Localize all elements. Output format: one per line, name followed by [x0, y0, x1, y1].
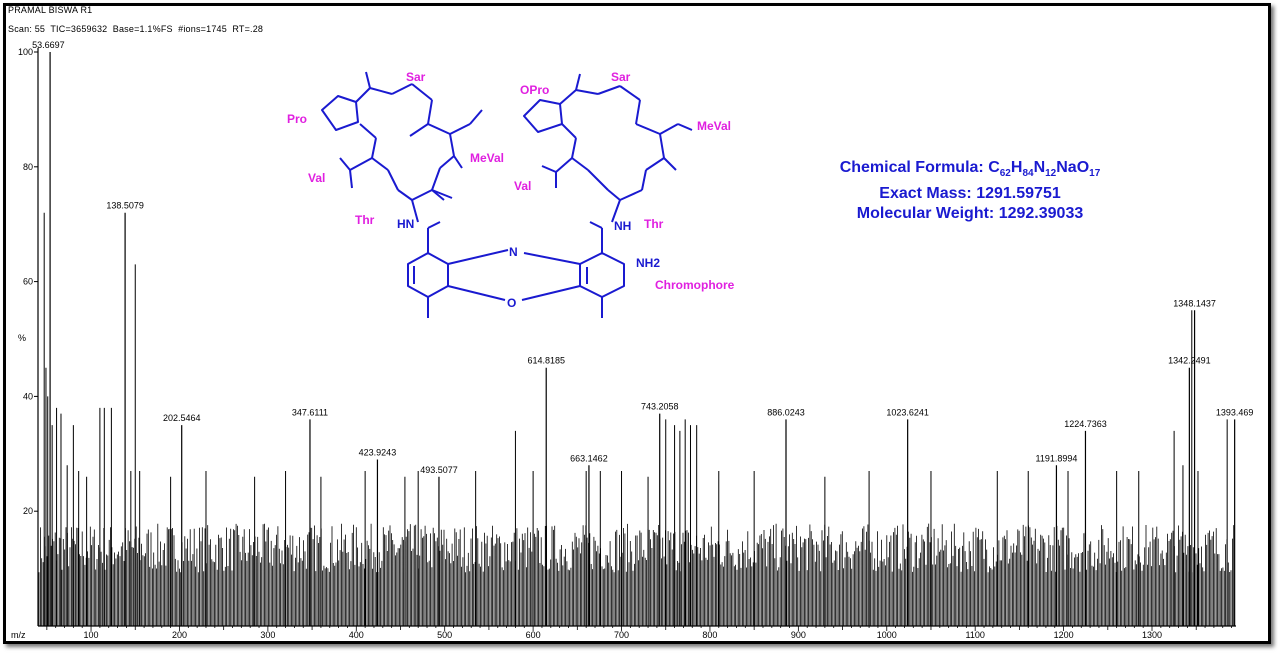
amide-hn-left: HN — [397, 217, 414, 231]
x-tick-label: 100 — [84, 630, 99, 640]
label-thr-right: Thr — [644, 217, 664, 231]
peak-label: 1393.469 — [1216, 407, 1254, 417]
y-tick-label: 20 — [23, 506, 33, 516]
x-tick-label: 1200 — [1054, 630, 1074, 640]
peak-label: 1224.7363 — [1064, 419, 1107, 429]
label-chromophore: Chromophore — [655, 278, 735, 292]
y-tick-label: 80 — [23, 162, 33, 172]
peak-label: 493.5077 — [420, 465, 458, 475]
chemical-formula: Chemical Formula: C62H84N12NaO17 — [839, 159, 1101, 180]
x-tick-label: 300 — [260, 630, 275, 640]
actinomycin-structure — [321, 71, 693, 318]
label-meval-right: MeVal — [697, 119, 731, 133]
peak-label: 347.6111 — [292, 407, 328, 417]
peak-label: 138.5079 — [106, 201, 144, 211]
label-val-right: Val — [514, 179, 531, 193]
axes-group: 20 40 60 80 100 100 200 300 400 500 600 700 800 900 10… — [18, 47, 1236, 640]
y-tick-label: 60 — [23, 277, 33, 287]
x-tick-label: 500 — [437, 630, 452, 640]
x-tick-label: 400 — [349, 630, 364, 640]
amide-nh-right: NH — [614, 219, 631, 233]
sample-name: PRAMAL BISWA R1 — [8, 5, 93, 15]
x-tick-label: 1100 — [966, 630, 985, 640]
x-tick-label: 800 — [702, 630, 717, 640]
ring-nitrogen: N — [509, 245, 518, 259]
x-tick-label: 900 — [791, 630, 806, 640]
label-thr-left: Thr — [355, 213, 375, 227]
noise-path — [38, 523, 1235, 626]
label-sar-left: Sar — [406, 70, 426, 84]
proline-ring — [321, 95, 359, 131]
x-tick-label: 600 — [526, 630, 541, 640]
y-tick-label: 40 — [23, 391, 33, 401]
x-tick-label: 1000 — [877, 630, 897, 640]
compound-info: Chemical Formula: C62H84N12NaO17 Exact M… — [780, 158, 1160, 224]
peak-label: 663.1462 — [570, 453, 608, 463]
y-axis-label: % — [18, 333, 26, 343]
peak-label: 1342.2491 — [1168, 356, 1211, 366]
y-tick-label: 100 — [18, 47, 33, 57]
label-meval-left: MeVal — [470, 151, 504, 165]
peak-label: 743.2058 — [641, 402, 679, 412]
label-val-left: Val — [308, 171, 325, 185]
peak-label: 202.5464 — [163, 413, 201, 423]
x-axis-label: m/z — [11, 630, 26, 640]
peak-label: 53.6697 — [32, 40, 65, 50]
label-opro: OPro — [520, 83, 549, 97]
x-tick-label: 700 — [614, 630, 629, 640]
ring-oxygen: O — [507, 296, 516, 310]
peak-label: 1348.1437 — [1173, 298, 1216, 308]
residue-labels: Sar Pro MeVal Val Thr OPro Sar MeVal Val… — [287, 70, 735, 292]
structure-atom-labels: N O NH2 HN NH — [397, 217, 660, 310]
peaks-group: 53.6697 138.5079 202.5464 347.6111 423.9243 4… — [32, 40, 1253, 626]
peak-label: 614.8185 — [527, 356, 565, 366]
peak-label: 1023.6241 — [886, 407, 929, 417]
exact-mass: Exact Mass: 1291.59751 — [879, 185, 1061, 203]
baseline-noise — [38, 523, 1235, 626]
amino-group: NH2 — [636, 256, 660, 270]
x-tick-label: 200 — [172, 630, 187, 640]
scan-info: Scan: 55 TIC=3659632 Base=1.1%FS #ions=1… — [8, 24, 264, 34]
peak-label: 886.0243 — [767, 407, 805, 417]
peak-label: 423.9243 — [359, 448, 397, 458]
peak-label: 1191.8994 — [1035, 453, 1077, 463]
molecular-weight: Molecular Weight: 1292.39033 — [856, 205, 1084, 223]
oxoproline-ring — [523, 99, 563, 133]
label-pro: Pro — [287, 112, 307, 126]
x-tick-label: 1300 — [1142, 630, 1162, 640]
label-sar-right: Sar — [611, 70, 631, 84]
